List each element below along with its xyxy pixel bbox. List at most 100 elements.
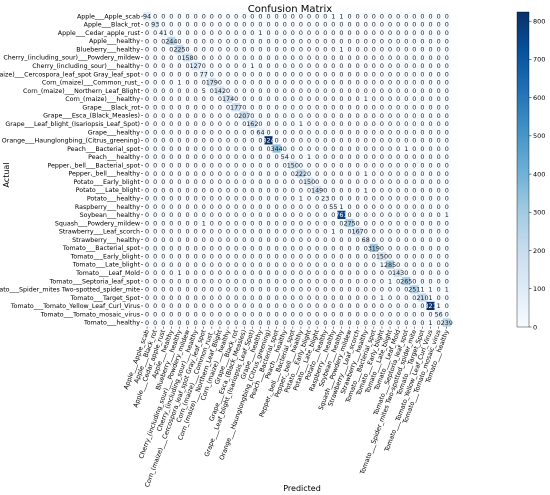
cell-value: 0 (258, 228, 262, 236)
heatmap-cell (345, 219, 354, 228)
heatmap-cell (224, 243, 233, 253)
heatmap-cell (264, 235, 273, 244)
heatmap-cell (256, 78, 265, 87)
heatmap-cell (207, 136, 216, 145)
heatmap-cell (426, 136, 435, 145)
heatmap-cell (272, 185, 281, 195)
cell-value: 0 (210, 228, 214, 236)
cell-value: 0 (323, 153, 327, 161)
y-tick-label: Corn_(maize)___Northern_Leaf_Blight (23, 88, 141, 95)
cell-value: 0 (372, 253, 376, 261)
cell-value: 0 (153, 211, 157, 219)
cell-value: 0 (437, 145, 441, 153)
heatmap-cell (199, 69, 208, 79)
heatmap-cell (394, 152, 403, 162)
heatmap-cell (272, 285, 281, 294)
cell-value: 0 (348, 29, 352, 37)
heatmap-cell (288, 276, 297, 286)
cell-value: 0 (388, 112, 392, 120)
heatmap-cell (159, 252, 168, 261)
y-tick-label: Tomato___Spider_mites Two-spotted_spider… (0, 287, 140, 294)
heatmap-cell (256, 119, 265, 128)
heatmap-cell (207, 20, 216, 29)
heatmap-cell (313, 86, 322, 95)
cell-value: 0 (299, 70, 303, 78)
heatmap-cell (369, 152, 378, 162)
cell-value: 0 (372, 294, 376, 302)
cell-value: 0 (339, 228, 343, 236)
heatmap-cell (386, 243, 395, 253)
heatmap-cell (410, 20, 419, 29)
cell-value: 0 (429, 21, 433, 29)
cell-value: 0 (356, 46, 360, 54)
cell-value: 0 (177, 145, 181, 153)
heatmap-cell (248, 152, 257, 162)
heatmap-cell (402, 243, 411, 253)
cell-value: 0 (339, 302, 343, 310)
heatmap-cell (175, 202, 184, 211)
heatmap-cell (410, 152, 419, 162)
heatmap-cell (280, 177, 289, 186)
heatmap-cell (442, 36, 451, 46)
heatmap-cell (377, 210, 387, 220)
heatmap-cell (224, 28, 233, 37)
cell-value: 0 (420, 145, 424, 153)
cell-value: 0 (186, 79, 190, 87)
colorbar-gradient (516, 11, 530, 328)
heatmap-cell (256, 86, 265, 95)
heatmap-cell (345, 12, 354, 21)
cell-value: 0 (291, 286, 295, 294)
cell-value: 0 (315, 137, 319, 145)
cell-value: 0 (161, 302, 165, 310)
heatmap-cell (272, 276, 281, 286)
heatmap-cell (402, 227, 411, 236)
cell-value: 0 (404, 128, 408, 136)
cell-value: 0 (258, 186, 262, 194)
heatmap-cell (256, 293, 265, 302)
cell-value: 0 (420, 253, 424, 261)
cell-value: 0 (210, 269, 214, 277)
cell-value: 0 (283, 236, 287, 244)
cell-value: 0 (380, 62, 384, 70)
heatmap-cell (207, 45, 216, 54)
cell-value: 0 (275, 195, 279, 203)
cell-value: 0 (388, 95, 392, 103)
heatmap-cell (361, 94, 370, 104)
cell-value: 0 (267, 302, 271, 310)
cell-value: 0 (177, 244, 181, 252)
heatmap-cell (386, 219, 395, 228)
heatmap-cell (183, 20, 192, 29)
cell-value: 0 (429, 161, 433, 169)
heatmap-cell (305, 103, 314, 112)
heatmap-cell (426, 12, 435, 21)
heatmap-cell (337, 235, 346, 244)
cell-value: 0 (210, 137, 214, 145)
heatmap-cell (248, 301, 257, 311)
heatmap-cell (191, 227, 200, 236)
heatmap-cell (232, 136, 241, 145)
cell-value: 0 (194, 277, 198, 285)
heatmap-cell (337, 268, 346, 278)
heatmap-cell (410, 260, 419, 269)
heatmap-cell (313, 161, 322, 170)
heatmap-cell (296, 61, 306, 71)
cell-value: 0 (242, 178, 246, 186)
cell-value: 0 (145, 112, 149, 120)
cell-value: 0 (291, 236, 295, 244)
heatmap-cell (248, 219, 257, 228)
heatmap-cell (313, 103, 322, 112)
cell-value: 0 (153, 79, 157, 87)
heatmap-cell (272, 243, 281, 253)
cell-value: 0 (267, 79, 271, 87)
heatmap-cell (418, 45, 427, 54)
cell-value: 0 (210, 120, 214, 128)
heatmap-cell (280, 86, 289, 95)
cell-value: 0 (445, 153, 449, 161)
heatmap-cell (394, 177, 403, 186)
heatmap-cell (345, 119, 354, 128)
cell-value: 0 (177, 178, 181, 186)
heatmap-cell (151, 276, 160, 286)
heatmap-cell (386, 318, 395, 327)
heatmap-cell (377, 260, 387, 269)
heatmap-cell (369, 268, 378, 278)
